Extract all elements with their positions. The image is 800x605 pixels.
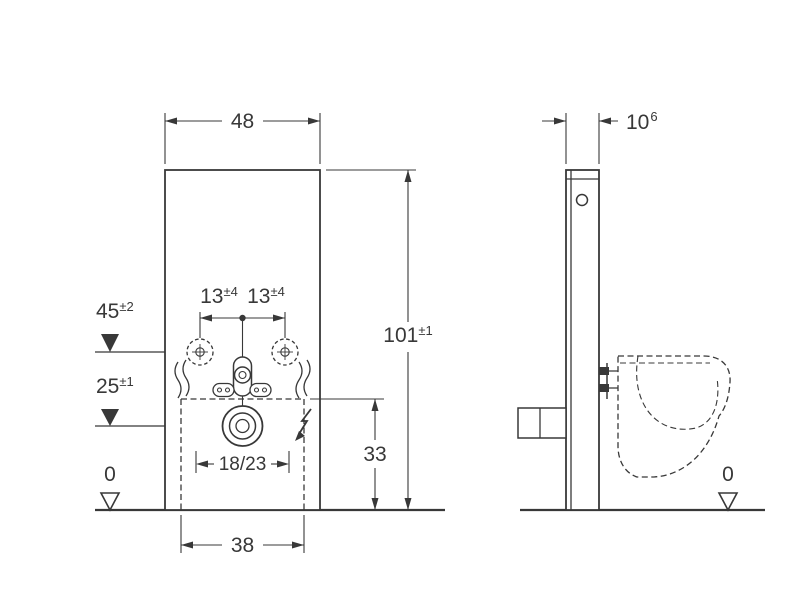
- fixing-lug-left-icon: [212, 382, 235, 398]
- level-drain-datum: 25±1: [95, 374, 165, 427]
- anchor-hole-left-icon: [174, 338, 214, 399]
- floor-level-triangle-icon: [99, 492, 121, 512]
- service-duct-outline: [180, 398, 305, 510]
- arrow-left-icon: [599, 117, 611, 125]
- wc-fixing-bracket-icon: [599, 363, 618, 399]
- dim-label-depth: 106: [626, 109, 658, 134]
- dim-label-floor-left: 0: [104, 463, 116, 486]
- level-anchor-datum: 45±2: [95, 299, 165, 353]
- squiggle-icon: [303, 359, 311, 397]
- squiggle-icon: [295, 361, 303, 399]
- arrow-right-icon: [273, 314, 285, 322]
- dimension-width-bottom: 38: [180, 515, 305, 557]
- dimension-height: 101±1: [326, 169, 433, 510]
- arrow-up-icon: [404, 170, 412, 182]
- arrow-left-icon: [196, 460, 208, 468]
- drain-outlet-icon: [221, 405, 264, 447]
- dim-label-outlet-height: 33: [363, 443, 386, 466]
- dim-label-hole-right: 13±4: [247, 284, 285, 308]
- dimension-anchor-spacing: 13±4 13±4: [199, 284, 286, 358]
- drain-pipe-stub-icon: [517, 407, 567, 439]
- top-opening-icon: [575, 193, 589, 207]
- dimension-width-top: 48: [164, 110, 321, 164]
- arrow-left-icon: [165, 117, 177, 125]
- side-view: 106 0: [517, 109, 765, 512]
- arrow-right-icon: [554, 117, 566, 125]
- dim-label-width-top: 48: [231, 110, 254, 133]
- toilet-pan-outline: [617, 355, 731, 478]
- dimension-depth: 106: [542, 109, 658, 164]
- level-floor-right: 0: [717, 463, 739, 512]
- anchor-hole-right-icon: [271, 338, 311, 399]
- squiggle-icon: [174, 361, 182, 399]
- datum-triangle-icon: [101, 334, 119, 352]
- front-view: 48 101±1 13±4 13±4 45±2: [95, 110, 445, 557]
- arrow-left-icon: [200, 314, 212, 322]
- arrow-right-icon: [308, 117, 320, 125]
- arrow-right-icon: [292, 541, 304, 549]
- squiggle-icon: [182, 359, 190, 397]
- floor-level-triangle-icon: [717, 492, 739, 512]
- center-point-icon: [239, 314, 246, 322]
- dim-label-floor-right: 0: [722, 463, 734, 486]
- flush-bend-icon: [212, 356, 272, 406]
- arrow-left-icon: [181, 541, 193, 549]
- dimension-outlet-offset: 18/23: [195, 451, 290, 475]
- level-floor-left: 0: [99, 463, 121, 512]
- dim-label-height: 101±1: [383, 323, 432, 347]
- dim-label-anchor-level: 45±2: [96, 299, 134, 323]
- arrow-right-icon: [277, 460, 289, 468]
- datum-triangle-icon: [101, 409, 119, 426]
- module-side-outline: [565, 169, 600, 511]
- fixing-lug-right-icon: [249, 382, 272, 398]
- arrow-down-icon: [371, 498, 379, 510]
- dim-label-drain-level: 25±1: [96, 374, 134, 398]
- dimension-outlet-height: 33: [310, 398, 387, 510]
- arrow-up-icon: [371, 399, 379, 411]
- arrow-down-icon: [404, 498, 412, 510]
- dim-label-hole-left: 13±4: [200, 284, 238, 308]
- dim-label-width-bottom: 38: [231, 534, 254, 557]
- dim-label-outlet-offset: 18/23: [219, 454, 267, 475]
